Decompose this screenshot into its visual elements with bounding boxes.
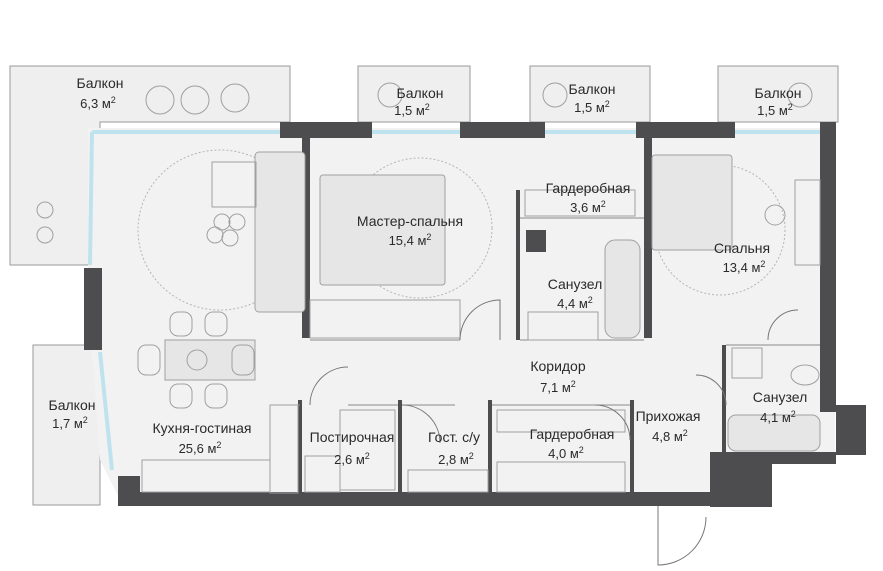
svg-text:3,6 м2: 3,6 м2 (570, 199, 606, 215)
label-corridor: Коридор 7,1 м2 (530, 358, 586, 395)
walls (84, 122, 866, 507)
svg-text:Балкон: Балкон (569, 81, 616, 97)
bedroom-bed-icon (651, 154, 733, 251)
label-wardrobe-1: Гардеробная 3,6 м2 (546, 180, 631, 215)
label-wardrobe-2: Гардеробная 4,0 м2 (530, 426, 615, 461)
svg-text:4,4 м2: 4,4 м2 (557, 295, 593, 311)
svg-text:6,3 м2: 6,3 м2 (80, 95, 116, 111)
svg-text:Балкон: Балкон (49, 397, 96, 413)
svg-text:Гардеробная: Гардеробная (530, 426, 615, 442)
room-labels: Балкон 6,3 м2 Балкон 1,5 м2 Балкон 1,5 м… (49, 75, 808, 467)
svg-text:Мастер-спальня: Мастер-спальня (357, 213, 463, 229)
master-bed-icon (319, 174, 446, 286)
furniture (36, 82, 821, 494)
doors (309, 299, 799, 566)
label-laundry: Постирочная 2,6 м2 (310, 429, 395, 467)
svg-text:Прихожая: Прихожая (636, 408, 701, 424)
dining-table-icon (164, 339, 256, 381)
svg-text:1,5 м2: 1,5 м2 (757, 102, 793, 118)
bathtub-icon (604, 239, 641, 339)
svg-text:Санузел: Санузел (753, 389, 808, 405)
label-balcony-2: Балкон 1,5 м2 (394, 85, 443, 118)
label-guest-wc: Гост. с/у 2,8 м2 (428, 429, 480, 467)
sofa-icon (254, 151, 306, 313)
svg-text:1,7 м2: 1,7 м2 (52, 415, 88, 431)
svg-text:Санузел: Санузел (548, 276, 603, 292)
svg-text:4,8 м2: 4,8 м2 (652, 428, 688, 444)
balconies-outline (9, 65, 839, 506)
svg-text:25,6 м2: 25,6 м2 (179, 440, 222, 456)
svg-text:Балкон: Балкон (77, 75, 124, 91)
label-master-bedroom: Мастер-спальня 15,4 м2 (357, 213, 463, 248)
svg-text:4,0 м2: 4,0 м2 (548, 445, 584, 461)
label-balcony-3: Балкон 1,5 м2 (569, 81, 616, 115)
label-balcony-4: Балкон 1,5 м2 (755, 85, 802, 118)
svg-text:Гост. с/у: Гост. с/у (428, 429, 480, 445)
svg-text:Балкон: Балкон (755, 85, 802, 101)
glazing (88, 130, 820, 471)
svg-text:1,5 м2: 1,5 м2 (574, 99, 610, 115)
svg-text:Спальня: Спальня (714, 240, 770, 256)
svg-text:Гардеробная: Гардеробная (546, 180, 631, 196)
svg-text:13,4 м2: 13,4 м2 (723, 259, 766, 275)
label-hallway: Прихожая 4,8 м2 (636, 408, 701, 444)
bathtub-2-icon (727, 414, 821, 452)
svg-text:7,1 м2: 7,1 м2 (540, 379, 576, 395)
label-bathroom-1: Санузел 4,4 м2 (548, 276, 603, 311)
label-bedroom: Спальня 13,4 м2 (714, 240, 770, 275)
svg-text:4,1 м2: 4,1 м2 (760, 409, 796, 425)
label-balcony-1: Балкон 6,3 м2 (77, 75, 124, 111)
svg-text:1,5 м2: 1,5 м2 (394, 102, 430, 118)
label-kitchen-living: Кухня-гостиная 25,6 м2 (152, 420, 251, 456)
label-bathroom-2: Санузел 4,1 м2 (753, 389, 808, 425)
svg-text:Балкон: Балкон (397, 85, 444, 101)
svg-text:Коридор: Коридор (530, 358, 586, 374)
svg-text:15,4 м2: 15,4 м2 (389, 232, 432, 248)
label-balcony-5: Балкон 1,7 м2 (49, 397, 96, 431)
svg-text:2,8 м2: 2,8 м2 (438, 451, 474, 467)
svg-text:Постирочная: Постирочная (310, 429, 395, 445)
svg-text:2,6 м2: 2,6 м2 (334, 451, 370, 467)
svg-text:Кухня-гостиная: Кухня-гостиная (152, 420, 251, 436)
